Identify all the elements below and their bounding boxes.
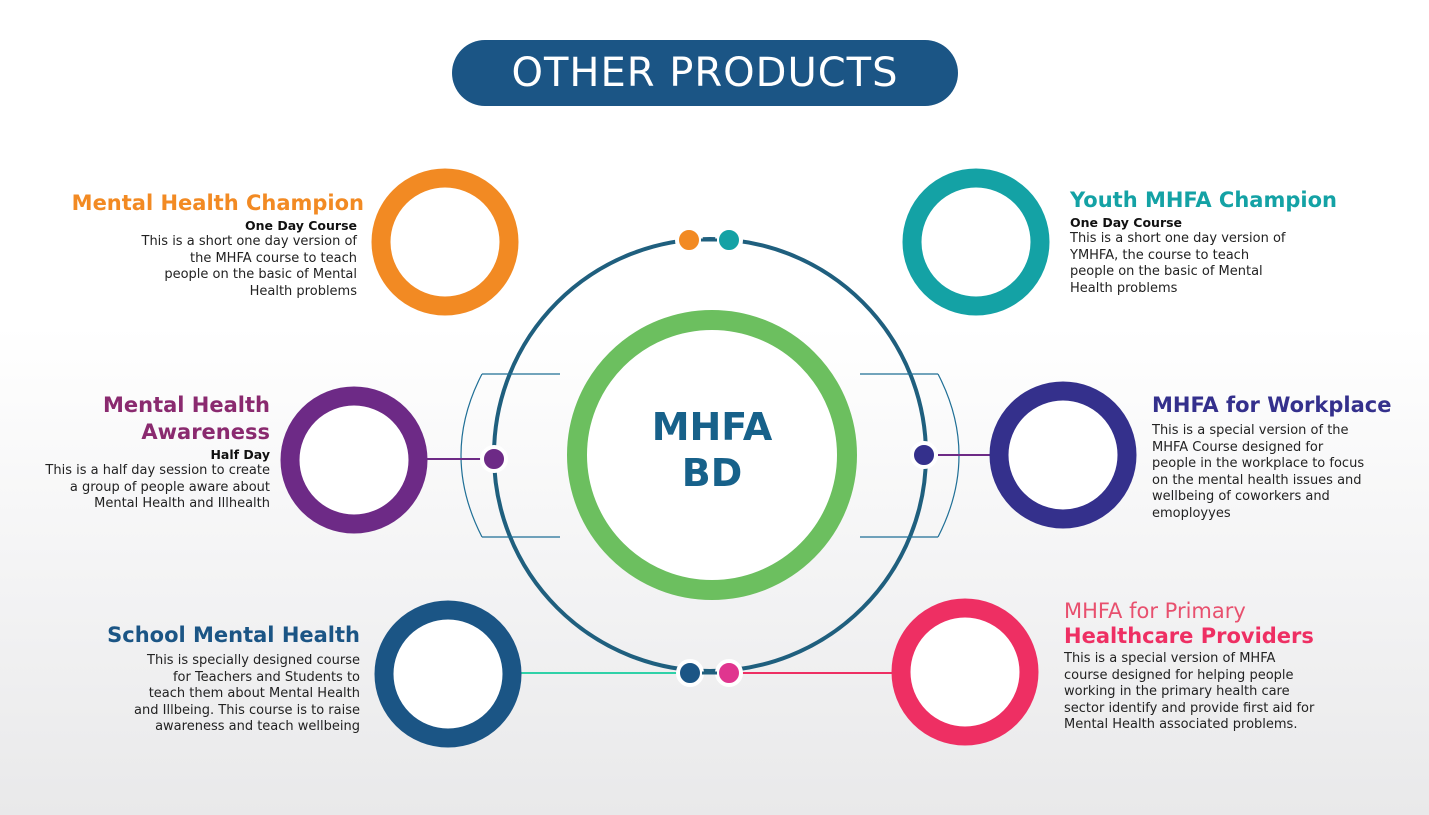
desc-line: This is a special version of MHFA [1064, 651, 1276, 666]
desc-line: This is specially designed course [147, 653, 360, 668]
desc-line: course designed for helping people [1064, 667, 1294, 683]
desc-line: people on the basic of Mental [164, 267, 357, 282]
desc-line: Mental Health and Illhealth [94, 496, 270, 511]
desc-line: emoployyes [1152, 505, 1231, 521]
card-subtitle: Half Day [210, 447, 270, 462]
primary-ring [891, 598, 1039, 746]
center-ring [567, 310, 857, 600]
desc-line: people in the workplace to focus [1152, 456, 1365, 471]
desc-line: awareness and teach wellbeing [155, 719, 360, 734]
card-description: This is a special version of MHFA course… [1064, 651, 1364, 734]
banner-title: OTHER PRODUCTS [452, 40, 958, 106]
desc-line: on the mental health issues and [1152, 472, 1362, 488]
card-school-mental-health: School Mental Health This is specially d… [20, 622, 360, 736]
center-title-line2: BD [681, 451, 743, 495]
desc-line: This is a short one day version of [1070, 231, 1286, 246]
card-title-line: MHFA for Primary [1064, 599, 1246, 623]
school-dot [676, 659, 704, 687]
desc-line: This is a short one day version of [141, 234, 358, 249]
card-title-line: Mental Health [103, 393, 270, 417]
desc-line: people on the basic of Mental [1070, 264, 1263, 279]
card-subtitle: One Day Course [244, 218, 357, 233]
desc-line: Mental Health associated problems. [1064, 717, 1298, 732]
workplace-dot [910, 441, 938, 469]
workplace-ring [989, 381, 1137, 529]
card-title: MHFA for Workplace [1152, 393, 1392, 417]
desc-line: This is a half day session to create [45, 463, 270, 478]
youth-dot [715, 226, 743, 254]
card-description: This is a short one day version of YMHFA… [1070, 231, 1400, 297]
youth-ring [902, 168, 1050, 316]
desc-line: MHFA Course designed for [1152, 439, 1324, 455]
card-title-line: Awareness [141, 420, 270, 444]
card-title: School Mental Health [107, 623, 360, 647]
desc-line: wellbeing of coworkers and [1152, 489, 1330, 504]
center-title-line1: MHFA [651, 405, 773, 449]
card-mhfa-for-workplace: MHFA for Workplace This is a special ver… [1152, 392, 1417, 522]
desc-line: working in the primary health care [1064, 684, 1290, 699]
desc-line: for Teachers and Students to [172, 669, 360, 685]
desc-line: This is a special version of the [1152, 423, 1349, 438]
card-title-line: Healthcare Providers [1064, 624, 1314, 648]
champion-dot [675, 226, 703, 254]
desc-line: Health problems [1070, 280, 1178, 296]
desc-line: and Illbeing. This course is to raise [134, 702, 360, 718]
card-mental-health-awareness: Mental Health Awareness Half Day This is… [20, 392, 270, 513]
card-description: This is a special version of the MHFA Co… [1152, 423, 1417, 522]
card-subtitle: One Day Course [1070, 215, 1183, 230]
card-title: Mental Health Champion [71, 191, 364, 215]
left-bracket-arc [460, 373, 483, 538]
card-mental-health-champion: Mental Health Champion One Day Course Th… [20, 190, 364, 300]
center-title: MHFA BD [612, 404, 812, 496]
champion-ring [371, 168, 519, 316]
desc-line: the MHFA course to teach [190, 250, 357, 266]
primary-dot [715, 659, 743, 687]
card-title: MHFA for Primary Healthcare Providers [1064, 599, 1364, 649]
awareness-dot [480, 445, 508, 473]
card-description: This is a half day session to create a g… [20, 463, 270, 513]
desc-line: YMHFA, the course to teach [1070, 247, 1250, 263]
desc-line: teach them about Mental Health [148, 686, 360, 701]
card-title: Mental Health Awareness [20, 392, 270, 446]
desc-line: Health problems [249, 283, 357, 299]
card-description: This is a short one day version of the M… [20, 234, 358, 300]
awareness-ring [280, 386, 428, 534]
card-youth-mhfa-champion: Youth MHFA Champion One Day Course This … [1070, 187, 1400, 297]
card-mhfa-for-primary-healthcare: MHFA for Primary Healthcare Providers Th… [1064, 599, 1364, 734]
desc-line: a group of people aware about [69, 479, 270, 495]
card-title: Youth MHFA Champion [1070, 188, 1337, 212]
school-ring [374, 600, 522, 748]
card-description: This is specially designed course for Te… [20, 653, 360, 736]
desc-line: sector identify and provide first aid fo… [1064, 700, 1315, 716]
